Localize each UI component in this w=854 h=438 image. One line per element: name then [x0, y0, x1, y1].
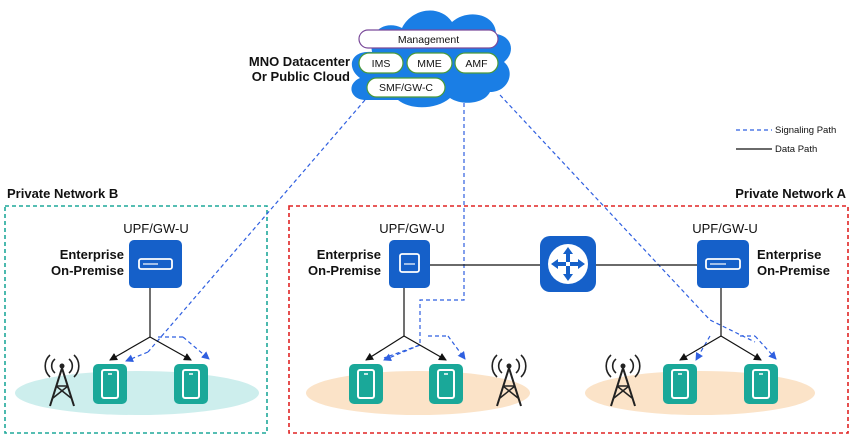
smf-label: SMF/GW-C: [379, 82, 433, 94]
enterprise-a-right-line1: Enterprise: [757, 247, 821, 262]
management-label: Management: [398, 34, 459, 46]
ground-network-a-left: [306, 371, 530, 415]
enterprise-a-right-line2: On-Premise: [757, 263, 830, 278]
enterprise-b-line1: Enterprise: [60, 247, 124, 262]
ims-label: IMS: [372, 58, 391, 70]
device-icon: [428, 363, 464, 405]
signaling-path-to-network-a-left: [383, 103, 465, 359]
device-icon: [743, 363, 779, 405]
data-paths: [109, 264, 762, 361]
legend: Signaling Path Data Path: [736, 125, 836, 155]
device-icon: [662, 363, 698, 405]
network-a-boundary: [288, 205, 849, 434]
device-icon: [92, 363, 128, 405]
enterprise-a-left-line2: On-Premise: [308, 263, 381, 278]
signaling-paths: [125, 94, 777, 363]
network-a-title: Private Network A: [735, 186, 846, 201]
cloud-title-line1: MNO Datacenter: [249, 54, 350, 69]
amf-pill: [454, 52, 499, 74]
network-b-title: Private Network B: [7, 186, 118, 201]
upf-network-b: [129, 240, 182, 288]
device-icon: [173, 363, 209, 405]
enterprise-b-line2: On-Premise: [51, 263, 124, 278]
cloud-title-line2: Or Public Cloud: [252, 69, 350, 84]
smf-pill: [366, 77, 446, 98]
upf-a-left-label: UPF/GW-U: [379, 221, 444, 236]
ims-pill: [358, 52, 404, 74]
amf-label: AMF: [465, 58, 487, 70]
mme-pill: [406, 52, 453, 74]
upf-b-label: UPF/GW-U: [123, 221, 188, 236]
signaling-path-to-network-a-right: [499, 94, 756, 343]
management-pill: [358, 29, 499, 49]
upf-network-a-right: [697, 240, 749, 288]
legend-data-label: Data Path: [775, 144, 817, 155]
legend-signaling-label: Signaling Path: [775, 125, 836, 136]
upf-a-right-label: UPF/GW-U: [692, 221, 757, 236]
mme-label: MME: [417, 58, 442, 70]
router-icon: [540, 236, 596, 292]
upf-network-a-left: [389, 240, 430, 288]
enterprise-a-left-line1: Enterprise: [317, 247, 381, 262]
ground-network-b: [15, 371, 259, 415]
device-icon: [348, 363, 384, 405]
network-b-boundary: [4, 205, 268, 434]
